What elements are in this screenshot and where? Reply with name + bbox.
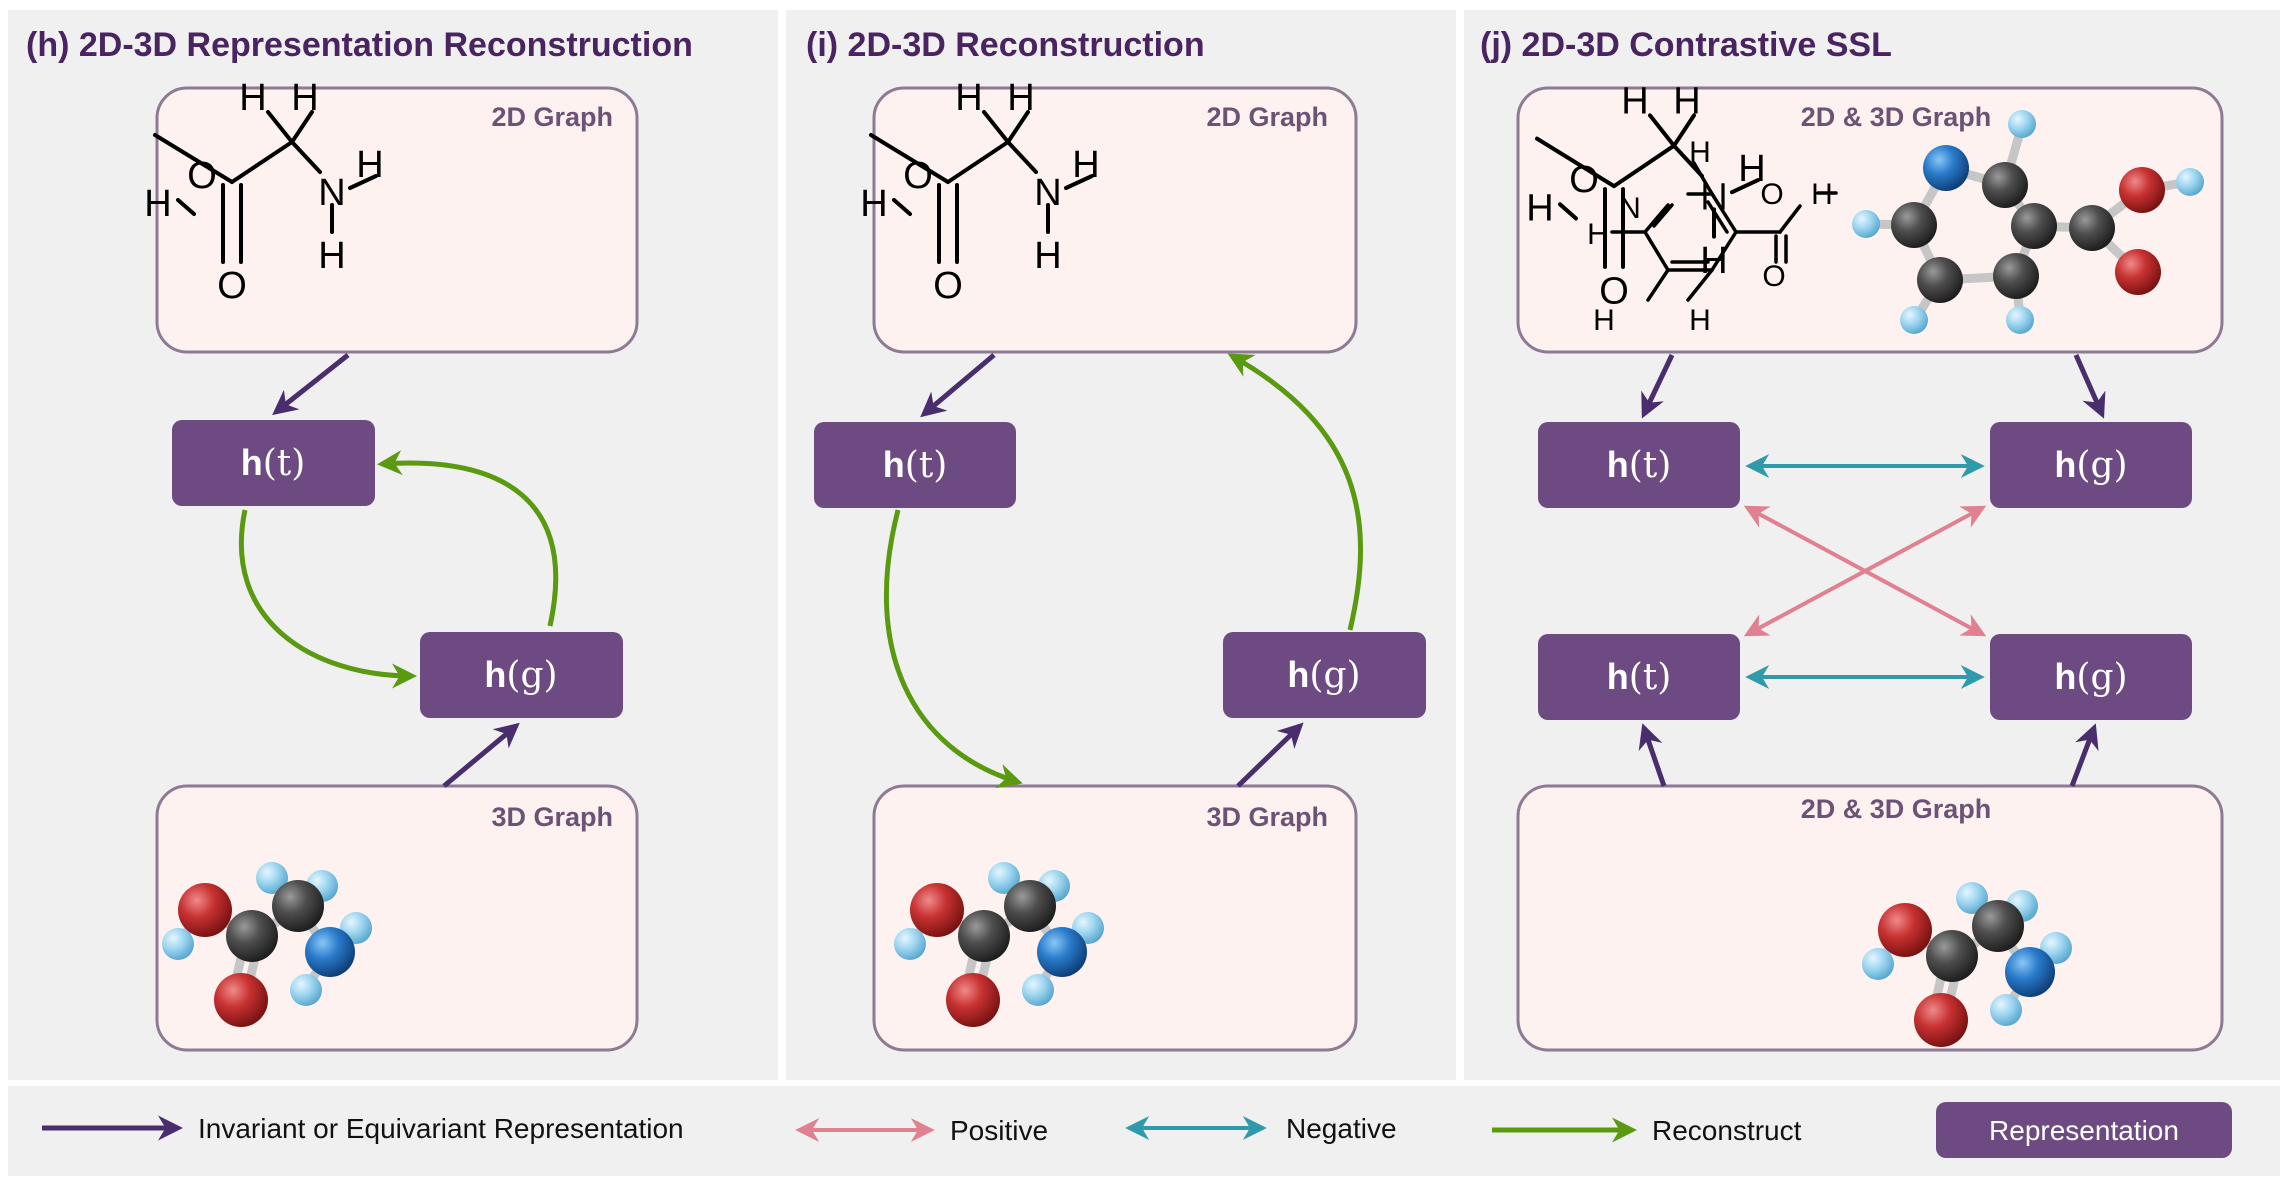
- reconstruct-arrow: [883, 509, 1023, 789]
- reconstruct-arrow: [377, 450, 559, 627]
- invariant-arrow: [2073, 353, 2106, 419]
- panel-title-h: (h) 2D-3D Representation Reconstruction: [26, 26, 693, 64]
- invariant-arrow: [1638, 723, 1667, 787]
- invariant-arrow: [272, 353, 350, 416]
- rep-label: h(t): [241, 442, 306, 484]
- rep-label: h(t): [1607, 444, 1672, 486]
- invariant-arrow: [920, 353, 996, 418]
- molecule-2d-icon: N H H H H O H O: [1587, 136, 1838, 337]
- panel-h-content: 2D Graph 3D Graph h(t) h(g): [142, 75, 639, 1052]
- rep-box-h-t: [172, 420, 375, 506]
- panel-j-content: 2D & 3D Graph: [1516, 79, 2224, 1052]
- graph-box-3d: [155, 784, 639, 1052]
- panel-title-j: (j) 2D-3D Contrastive SSL: [1480, 26, 1892, 64]
- graph-box-label: 3D Graph: [1206, 802, 1328, 832]
- hydrogen-label: H: [1689, 136, 1711, 169]
- oxygen-label: O: [1762, 260, 1785, 293]
- rep-box-j-g-top: [1990, 422, 2192, 508]
- invariant-arrow: [442, 722, 520, 788]
- invariant-arrow: [1236, 722, 1304, 788]
- legend-reconstruct-label: Reconstruct: [1652, 1115, 1802, 1146]
- rep-box-j-t-bottom: [1538, 634, 1740, 720]
- legend-positive-label: Positive: [950, 1115, 1048, 1146]
- legend-representation-swatch: [1936, 1102, 2232, 1158]
- legend-representation-label: Representation: [1989, 1115, 2179, 1146]
- rep-box-i-g: [1223, 632, 1426, 718]
- graph-box-label: 2D Graph: [491, 102, 613, 132]
- legend: Invariant or Equivariant Representation …: [42, 1102, 2232, 1158]
- hydrogen-label: H: [1811, 178, 1833, 211]
- panel-title-i: (i) 2D-3D Reconstruction: [806, 26, 1205, 64]
- positive-arrow: [1743, 505, 1987, 637]
- rep-label: h(g): [484, 654, 557, 696]
- panel-i-content: 2D Graph 3D Graph h(t) h(g): [814, 75, 1426, 1052]
- reconstruct-arrow: [1227, 353, 1364, 631]
- rep-label: h(g): [2054, 444, 2127, 486]
- rep-label: h(g): [1287, 654, 1360, 696]
- graph-box-2d-3d-bottom: [1516, 784, 2224, 1052]
- graph-box-label: 2D & 3D Graph: [1801, 794, 1992, 824]
- invariant-arrow: [2069, 723, 2099, 787]
- rep-label: h(t): [1607, 656, 1672, 698]
- rep-label: h(t): [883, 444, 948, 486]
- rep-box-j-g-bottom: [1990, 634, 2192, 720]
- oxygen-label: O: [1760, 178, 1783, 211]
- invariant-arrow: [1641, 353, 1675, 419]
- reconstruct-arrow: [238, 509, 417, 689]
- graph-box-label: 2D Graph: [1206, 102, 1328, 132]
- graph-box-label: 3D Graph: [491, 802, 613, 832]
- rep-label: h(g): [2054, 656, 2127, 698]
- legend-invariant-label: Invariant or Equivariant Representation: [198, 1113, 684, 1144]
- rep-box-j-t-top: [1538, 422, 1740, 508]
- rep-box-i-t: [814, 422, 1016, 508]
- legend-negative-label: Negative: [1286, 1113, 1397, 1144]
- hydrogen-label: H: [1689, 304, 1711, 337]
- rep-box-h-g: [420, 632, 623, 718]
- graph-box-label: 2D & 3D Graph: [1801, 102, 1992, 132]
